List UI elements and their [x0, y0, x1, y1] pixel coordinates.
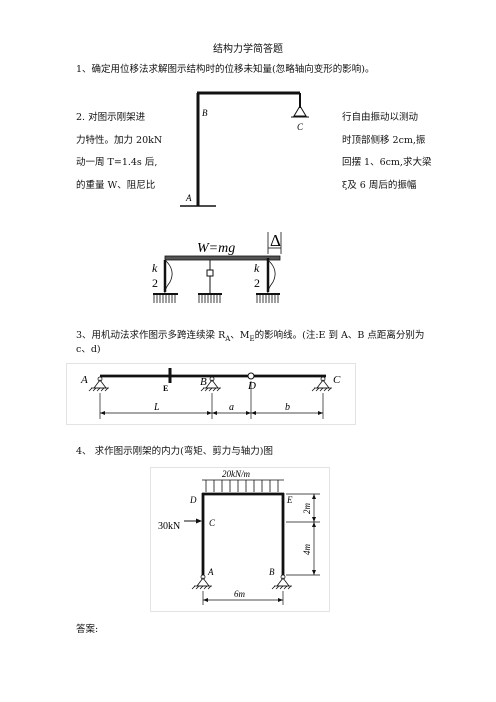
- figure-continuous-beam: A E B D C L a b: [66, 363, 356, 425]
- q2-left-1: 2. 对图示刚架进: [76, 112, 146, 123]
- question-1: 1、确定用位移法求解图示结构时的位移未知量(忽略轴向变形的影响)。: [76, 64, 375, 75]
- answer-label: 答案:: [76, 624, 99, 635]
- figure-spring-frame: Δ W=mg k 2 k 2: [152, 231, 282, 303]
- force-label: 30kN: [158, 521, 180, 532]
- q2-right-3: 回摆 1、6cm,求大梁: [342, 157, 432, 168]
- label-b: B: [202, 108, 208, 118]
- frame-label-a: A: [207, 567, 214, 577]
- dim-4m: 4m: [302, 544, 312, 556]
- question-3-line-1: 3、用机动法求作图示多跨连续梁 RA、ME的影响线。(注:E 到 A、B 点距离…: [76, 330, 425, 343]
- frame-label-b: B: [269, 567, 275, 577]
- figure-portal-frame: 20kN/m 30kN D E C A B 6m 2m 4m: [150, 467, 330, 612]
- question-4: 4、 求作图示刚架的内力(弯矩、剪力与轴力)图: [76, 446, 273, 457]
- beam-label-b: B: [200, 376, 207, 388]
- label-a: A: [185, 193, 192, 203]
- dim-6m: 6m: [234, 589, 246, 599]
- q2-right-2: 时顶部侧移 2cm,振: [342, 135, 426, 146]
- dim-b: b: [285, 402, 290, 413]
- page-title: 结构力学简答题: [213, 44, 283, 55]
- beam-label-e: E: [163, 384, 168, 393]
- frame-label-d: D: [189, 495, 197, 505]
- beam-label-a: A: [80, 374, 88, 386]
- q2-right-4: ξ及 6 周后的振幅: [342, 180, 417, 191]
- q2-left-2: 力特性。加力 20kN: [76, 135, 163, 146]
- dim-l: L: [153, 402, 160, 413]
- q2-left-4: 的重量 W、阻尼比: [76, 180, 156, 191]
- spring-k-left: k: [152, 261, 158, 275]
- frame-label-e: E: [286, 495, 293, 505]
- dim-a: a: [229, 402, 234, 413]
- dim-2m: 2m: [302, 503, 312, 515]
- load-label: 20kN/m: [222, 469, 250, 479]
- q2-left-3: 动一周 T=1.4s 后,: [76, 157, 158, 168]
- spring-2-right: 2: [254, 276, 260, 290]
- question-3-line-2: c、d): [76, 344, 101, 355]
- weight-label: W=mg: [197, 241, 235, 256]
- figure-frame-abc: B C A: [180, 91, 309, 207]
- delta-symbol: Δ: [270, 231, 281, 250]
- spring-2-left: 2: [152, 276, 158, 290]
- q2-right-1: 行自由振动以测动: [342, 112, 419, 123]
- spring-k-right: k: [254, 261, 260, 275]
- beam-label-c: C: [333, 374, 341, 386]
- frame-label-c: C: [209, 518, 216, 528]
- label-c: C: [297, 122, 304, 132]
- beam-label-d: D: [247, 380, 256, 392]
